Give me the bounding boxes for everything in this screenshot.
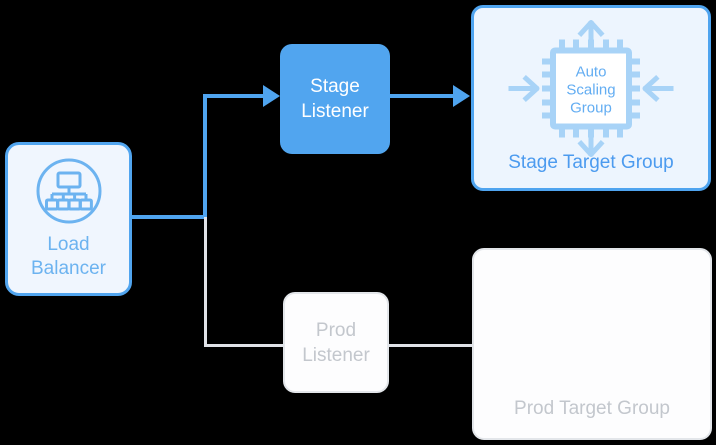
node-stage-listener[interactable]: Stage Listener xyxy=(280,44,390,154)
connector-branch-up xyxy=(203,94,207,219)
asg-label-line1: Auto xyxy=(576,63,607,80)
node-load-balancer[interactable]: Load Balancer xyxy=(5,142,132,296)
stage-listener-label: Stage Listener xyxy=(301,74,369,124)
connector-prod-listener-to-target-group xyxy=(387,344,474,347)
asg-label-line2: Scaling xyxy=(566,81,615,98)
load-balancer-hierarchy-icon xyxy=(35,157,103,225)
prod-listener-label-line1: Prod xyxy=(315,319,357,341)
prod-listener-label-line2: Listener xyxy=(302,344,370,366)
load-balancer-label: Load Balancer xyxy=(31,233,106,281)
load-balancer-label-line2: Balancer xyxy=(31,258,106,279)
connector-stage-listener-to-target-group xyxy=(390,94,456,98)
asg-arrow-left-inward-icon xyxy=(508,74,540,102)
node-prod-listener[interactable]: Prod Listener xyxy=(283,292,389,393)
asg-arrow-right-inward-icon xyxy=(642,74,674,102)
load-balancer-label-line1: Load xyxy=(47,234,90,255)
prod-listener-label: Prod Listener xyxy=(302,318,370,368)
arrowhead-into-stage-listener xyxy=(263,85,280,107)
node-stage-target-group[interactable]: Auto Scaling Group Stage Target Group xyxy=(471,5,711,191)
auto-scaling-group-graphic: Auto Scaling Group xyxy=(507,18,675,163)
stage-listener-label-line1: Stage xyxy=(310,76,360,97)
stage-target-group-label: Stage Target Group xyxy=(508,152,674,173)
stage-listener-label-line2: Listener xyxy=(301,101,369,122)
node-prod-target-group[interactable]: Prod Target Group xyxy=(472,248,712,440)
connector-to-prod-listener xyxy=(204,344,285,347)
connector-load-balancer-out xyxy=(132,215,207,219)
connector-branch-down xyxy=(204,217,207,347)
connector-to-stage-listener xyxy=(203,94,265,98)
asg-label-line3: Group xyxy=(570,99,612,116)
cpu-chip-body xyxy=(550,47,632,130)
arrowhead-into-stage-target-group xyxy=(453,85,470,107)
prod-target-group-label: Prod Target Group xyxy=(514,398,670,419)
